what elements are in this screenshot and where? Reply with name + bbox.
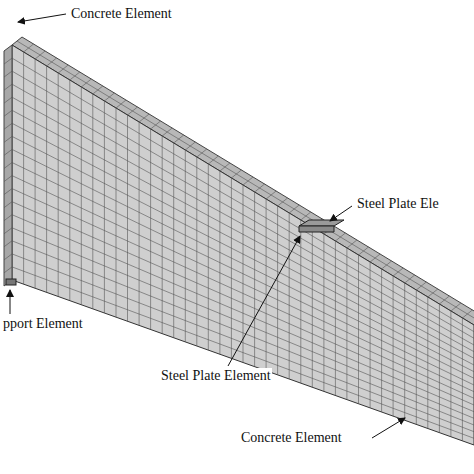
mesh-line	[4, 163, 12, 169]
leader-line	[372, 418, 405, 438]
mesh-line	[4, 267, 12, 273]
mesh-line	[4, 84, 12, 90]
part-label: Steel Plate Element	[160, 368, 272, 384]
mesh-line	[4, 254, 12, 260]
mesh-line	[4, 136, 12, 142]
mesh-line	[12, 254, 474, 432]
mesh-line	[4, 189, 12, 195]
beam-front-face	[12, 45, 474, 445]
mesh-line	[4, 215, 12, 221]
leader-line	[228, 236, 300, 366]
mesh-line	[12, 176, 474, 392]
leader-line	[18, 14, 66, 22]
mesh-line	[12, 58, 474, 332]
mesh-line	[4, 97, 12, 103]
mesh-line	[4, 176, 12, 182]
mesh-line	[4, 110, 12, 116]
mesh-line	[12, 215, 474, 412]
mesh-line	[4, 149, 12, 155]
mesh-line	[17, 41, 474, 321]
mesh-line	[12, 163, 474, 386]
part-label: Concrete Element	[240, 430, 343, 446]
leader-line	[10, 290, 11, 314]
steel-plate-side	[299, 226, 334, 232]
support-element	[6, 279, 16, 285]
mesh-line	[12, 241, 474, 425]
mesh-line	[4, 71, 12, 77]
mesh-line	[12, 84, 474, 345]
mesh-line	[4, 202, 12, 208]
mesh-line	[4, 123, 12, 129]
mesh-lines	[4, 41, 474, 441]
beam-end-face	[4, 45, 12, 286]
mesh-line	[12, 149, 474, 378]
mesh-line	[12, 202, 474, 405]
steel-plate-top	[299, 220, 344, 226]
mesh-line	[4, 241, 12, 247]
mesh-line	[4, 228, 12, 234]
mesh-line	[12, 267, 474, 438]
leader-line	[330, 206, 352, 221]
part-label: Concrete Element	[70, 6, 173, 22]
mesh-line	[4, 58, 12, 64]
mesh-line	[12, 71, 474, 338]
part-label: Steel Plate Ele	[356, 196, 440, 212]
mesh-line	[12, 136, 474, 371]
part-label: pport Element	[2, 316, 84, 332]
mesh-line	[12, 189, 474, 399]
